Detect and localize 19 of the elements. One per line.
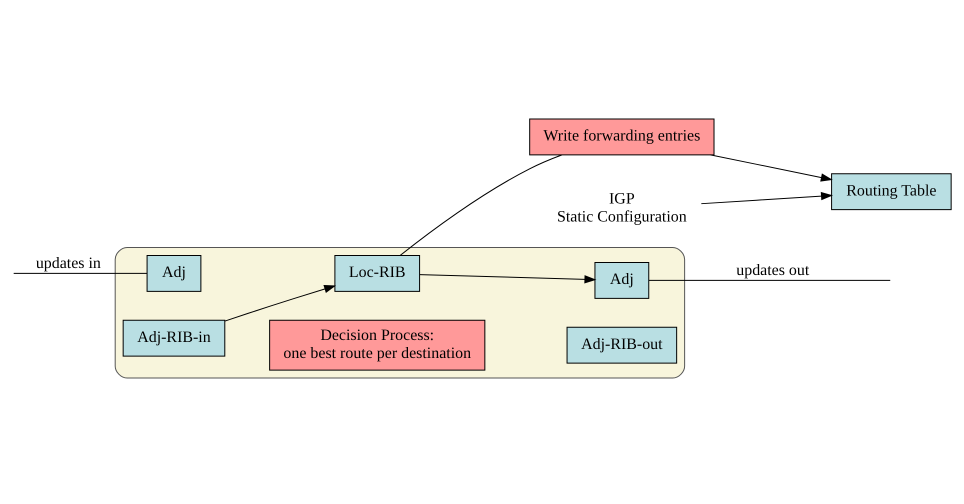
node-box: Adj-RIB-out <box>566 326 678 364</box>
node-box: Write forwarding entries <box>529 118 715 155</box>
arrow <box>419 274 596 284</box>
node-text: IGP Static Configuration <box>557 190 687 225</box>
connector <box>400 154 562 256</box>
node-box: Adj <box>146 254 202 292</box>
arrow <box>710 154 833 182</box>
node-box: Routing Table <box>831 172 952 210</box>
cluster <box>114 246 686 378</box>
connector <box>648 279 891 280</box>
edge-label: updates in <box>36 254 101 272</box>
node-box: Loc-RIB <box>334 254 420 292</box>
arrow <box>224 284 336 322</box>
node-box: Decision Process: one best route per destination <box>269 319 486 370</box>
node-box: Adj <box>594 261 650 298</box>
edge-label: updates out <box>736 262 810 279</box>
arrow <box>700 191 833 204</box>
node-box: Adj-RIB-in <box>122 319 226 356</box>
connector <box>13 272 148 274</box>
